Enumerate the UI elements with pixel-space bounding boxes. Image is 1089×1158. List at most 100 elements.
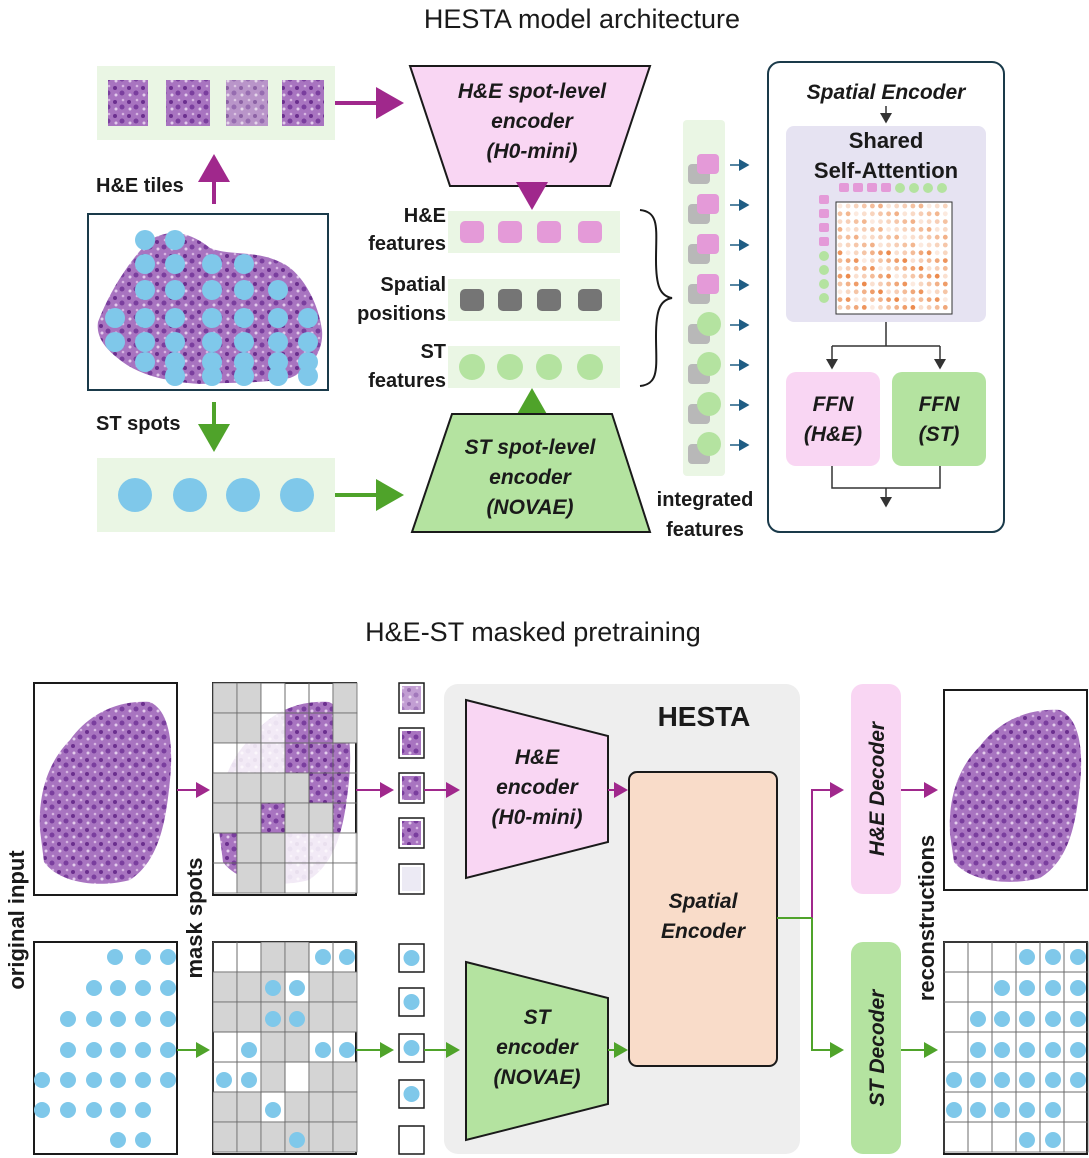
st-spot [202,332,222,352]
st-spot [1045,980,1061,996]
st-spot [970,1011,986,1027]
st-spot [1019,1011,1035,1027]
st-spot [946,1102,962,1118]
st-spot-level-encoder [410,413,652,533]
st-token [697,312,721,336]
st-spot [1019,1132,1035,1148]
bottom-title: H&E-ST masked pretraining [365,617,701,647]
he-encoder-line1: H&E spot-level [458,80,607,103]
st-spot [265,980,281,996]
st-spot [1019,1072,1035,1088]
st-spot [234,332,254,352]
st-spot [86,1011,102,1027]
st-spot [994,1102,1010,1118]
st-spot [110,980,126,996]
ffn-merge-connector [831,466,941,506]
st-spot [86,980,102,996]
st-spot [135,949,151,965]
st-spot [135,1072,151,1088]
he-encoder-b-line1: H&E [515,746,560,769]
integrated-feature-tokens [688,154,750,464]
st-spot [234,308,254,328]
st-spot [135,1102,151,1118]
he-tiles-label: H&E tiles [96,175,184,197]
st-feature-tokens [459,354,603,380]
shared-attention-line1: Shared [849,128,924,153]
he-encoder [465,698,609,880]
hesta-label: HESTA [658,701,751,732]
spatial-positions-line1: Spatial [380,274,446,296]
st-spot [1070,1042,1086,1058]
ffn-st-block [892,372,986,466]
st-spot [110,1072,126,1088]
st-spot [1045,1042,1061,1058]
integrated-features-line2: features [666,519,744,541]
original-input-label: original input [4,850,29,990]
st-spot [241,1072,257,1088]
reconstruction-he-tissue [949,709,1082,882]
ffn-he-line2: (H&E) [804,423,862,446]
spatial-encoder-b-line1: Spatial [669,890,739,913]
st-spot [298,352,318,372]
st-spot [234,280,254,300]
st-spot [60,1072,76,1088]
st-spot [107,949,123,965]
st-spot [165,230,185,250]
st-spot [135,332,155,352]
st-spot [1070,949,1086,965]
st-spot [135,1042,151,1058]
original-st-spots [34,949,176,1148]
he-encoder-b-line2: encoder [496,776,580,799]
st-spot [315,949,331,965]
mask-spots-label: mask spots [182,857,207,978]
st-spot [1045,1011,1061,1027]
st-spot-grid [105,230,318,386]
st-features-line2: features [368,370,446,392]
reconstructions-label: reconstructions [914,835,939,1001]
st-spot [994,1072,1010,1088]
st-decoder-label: ST Decoder [866,988,889,1107]
st-spot [1070,980,1086,996]
he-decoder [851,684,901,894]
st-spot [135,308,155,328]
st-spot [165,332,185,352]
st-encoder-line3: (NOVAE) [486,496,573,519]
he-tile-images [108,80,324,126]
spatial-position-tokens [460,289,602,311]
st-spot [135,1132,151,1148]
st-spot [216,1072,232,1088]
st-spot [289,1011,305,1027]
he-token [697,154,719,174]
st-spot [160,1042,176,1058]
spatial-positions-line2: positions [357,303,446,325]
st-spot [298,366,318,386]
st-spot [234,366,254,386]
st-spot [289,980,305,996]
st-spot [339,1042,355,1058]
st-spot [60,1011,76,1027]
st-spot [268,308,288,328]
spatial-encoder-bottom [628,771,778,1067]
st-spot [165,366,185,386]
he-feature-tokens [460,221,602,243]
st-spot [339,949,355,965]
st-spot [135,1011,151,1027]
st-encoder-b-line2: encoder [496,1036,580,1059]
st-decoder [851,942,901,1154]
st-spot [241,1042,257,1058]
ffn-split-connector [832,322,940,347]
st-spot [994,980,1010,996]
he-token [697,274,719,294]
st-spot [86,1072,102,1088]
ffn-he-line1: FFN [813,393,855,416]
st-spot [105,332,125,352]
st-spot [268,280,288,300]
he-tile-column [398,682,425,895]
attention-matrix [819,183,953,315]
st-spot [298,308,318,328]
arrow-to-st-decoder [811,918,844,1058]
st-spots-row [118,478,314,512]
st-spot [315,1042,331,1058]
st-spot [970,1072,986,1088]
reconstruction-st-grid [943,941,1089,1153]
